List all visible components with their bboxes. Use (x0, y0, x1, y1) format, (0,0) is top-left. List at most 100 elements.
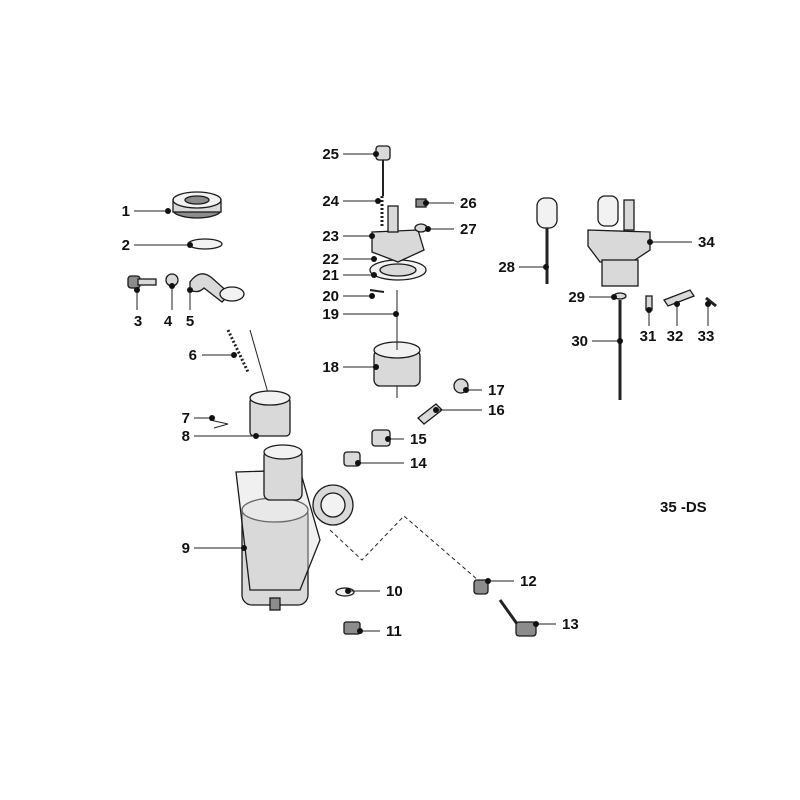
callout-30-dot (617, 338, 623, 344)
part-16-jet (417, 403, 443, 425)
callout-12-label: 12 (520, 573, 537, 590)
callout-6-dot (231, 352, 237, 358)
callout-24-label: 24 (322, 193, 339, 210)
part-28-piston (536, 197, 558, 284)
callout-5: 5 (186, 287, 194, 330)
callout-14-label: 14 (410, 455, 427, 472)
callout-16-dot (433, 407, 439, 413)
callout-27-dot (425, 226, 431, 232)
callout-12: 12 (485, 573, 537, 590)
callout-3-dot (134, 287, 140, 293)
part-9-body (235, 444, 354, 611)
callout-9-label: 9 (182, 540, 190, 557)
callout-1: 1 (122, 203, 171, 220)
callout-16-label: 16 (488, 402, 505, 419)
part-32-bracket (663, 289, 695, 307)
callout-31-dot (646, 307, 652, 313)
callout-21: 21 (322, 267, 377, 284)
callout-15-label: 15 (410, 431, 427, 448)
callout-32-label: 32 (667, 328, 684, 345)
callout-18: 18 (322, 359, 379, 376)
callout-28: 28 (498, 259, 549, 276)
callout-13: 13 (533, 616, 579, 633)
callout-32-dot (674, 301, 680, 307)
callout-7-label: 7 (182, 410, 190, 427)
callout-1-label: 1 (122, 203, 130, 220)
callout-12-dot (485, 578, 491, 584)
callout-28-label: 28 (498, 259, 515, 276)
callout-17-label: 17 (488, 382, 505, 399)
callout-29-dot (611, 294, 617, 300)
callout-20-dot (369, 293, 375, 299)
callout-8: 8 (182, 428, 259, 445)
callout-20: 20 (322, 288, 375, 305)
callout-29-label: 29 (568, 289, 585, 306)
part-33-screw (705, 296, 717, 308)
callout-8-label: 8 (182, 428, 190, 445)
callout-19: 19 (322, 306, 399, 323)
callout-13-dot (533, 621, 539, 627)
callout-25: 25 (322, 146, 379, 163)
callout-6: 6 (189, 347, 237, 364)
callout-10-dot (345, 588, 351, 594)
callout-7-dot (209, 415, 215, 421)
callout-24-dot (375, 198, 381, 204)
callout-22-label: 22 (322, 251, 339, 268)
callout-22-dot (371, 256, 377, 262)
callout-32: 32 (667, 301, 684, 345)
callout-26-label: 26 (460, 195, 477, 212)
callout-27: 27 (425, 221, 477, 238)
part-13-screw (498, 599, 537, 637)
callout-5-label: 5 (186, 313, 194, 330)
callout-11-label: 11 (386, 623, 402, 640)
part-6-spring (226, 329, 250, 373)
part-10-washer (335, 587, 355, 597)
callout-34-label: 34 (698, 234, 715, 251)
callout-4-dot (169, 283, 175, 289)
callout-2-dot (187, 242, 193, 248)
callout-26: 26 (423, 195, 477, 212)
callout-4: 4 (164, 283, 175, 330)
callout-23: 23 (322, 228, 375, 245)
callout-17: 17 (463, 382, 505, 399)
callout-33-dot (705, 301, 711, 307)
callout-7: 7 (182, 410, 215, 427)
callout-9: 9 (182, 540, 247, 557)
part-1-cap (172, 191, 222, 219)
callout-16: 16 (433, 402, 505, 419)
callout-22: 22 (322, 251, 377, 268)
callout-19-dot (393, 311, 399, 317)
callout-3: 3 (134, 287, 142, 330)
callout-28-dot (543, 264, 549, 270)
part-20-pin (369, 289, 385, 293)
callout-31-label: 31 (640, 328, 657, 345)
callout-2: 2 (122, 237, 193, 254)
catalog-code: 35 -DS (660, 499, 707, 516)
callout-24: 24 (322, 193, 381, 210)
callout-21-dot (371, 272, 377, 278)
callout-10: 10 (345, 583, 403, 600)
callout-25-dot (373, 151, 379, 157)
callout-21-label: 21 (322, 267, 339, 284)
callout-10-label: 10 (386, 583, 403, 600)
part-8-slide (249, 390, 291, 437)
callout-30-label: 30 (571, 333, 588, 350)
callout-33: 33 (698, 301, 714, 345)
callout-18-dot (373, 364, 379, 370)
callout-25-label: 25 (322, 146, 339, 163)
callout-30: 30 (571, 333, 623, 350)
part-21-22-gasket (369, 259, 427, 281)
part-link-dashed (329, 515, 479, 581)
part-5-banjo (189, 273, 245, 303)
callout-34-dot (647, 239, 653, 245)
callout-5-dot (187, 287, 193, 293)
part-12-nut (473, 579, 489, 595)
part-7-clip (209, 419, 229, 429)
callout-23-dot (369, 233, 375, 239)
callout-15-dot (385, 436, 391, 442)
part-drawings (127, 145, 717, 637)
callout-1-dot (165, 208, 171, 214)
callout-11-dot (357, 628, 363, 634)
